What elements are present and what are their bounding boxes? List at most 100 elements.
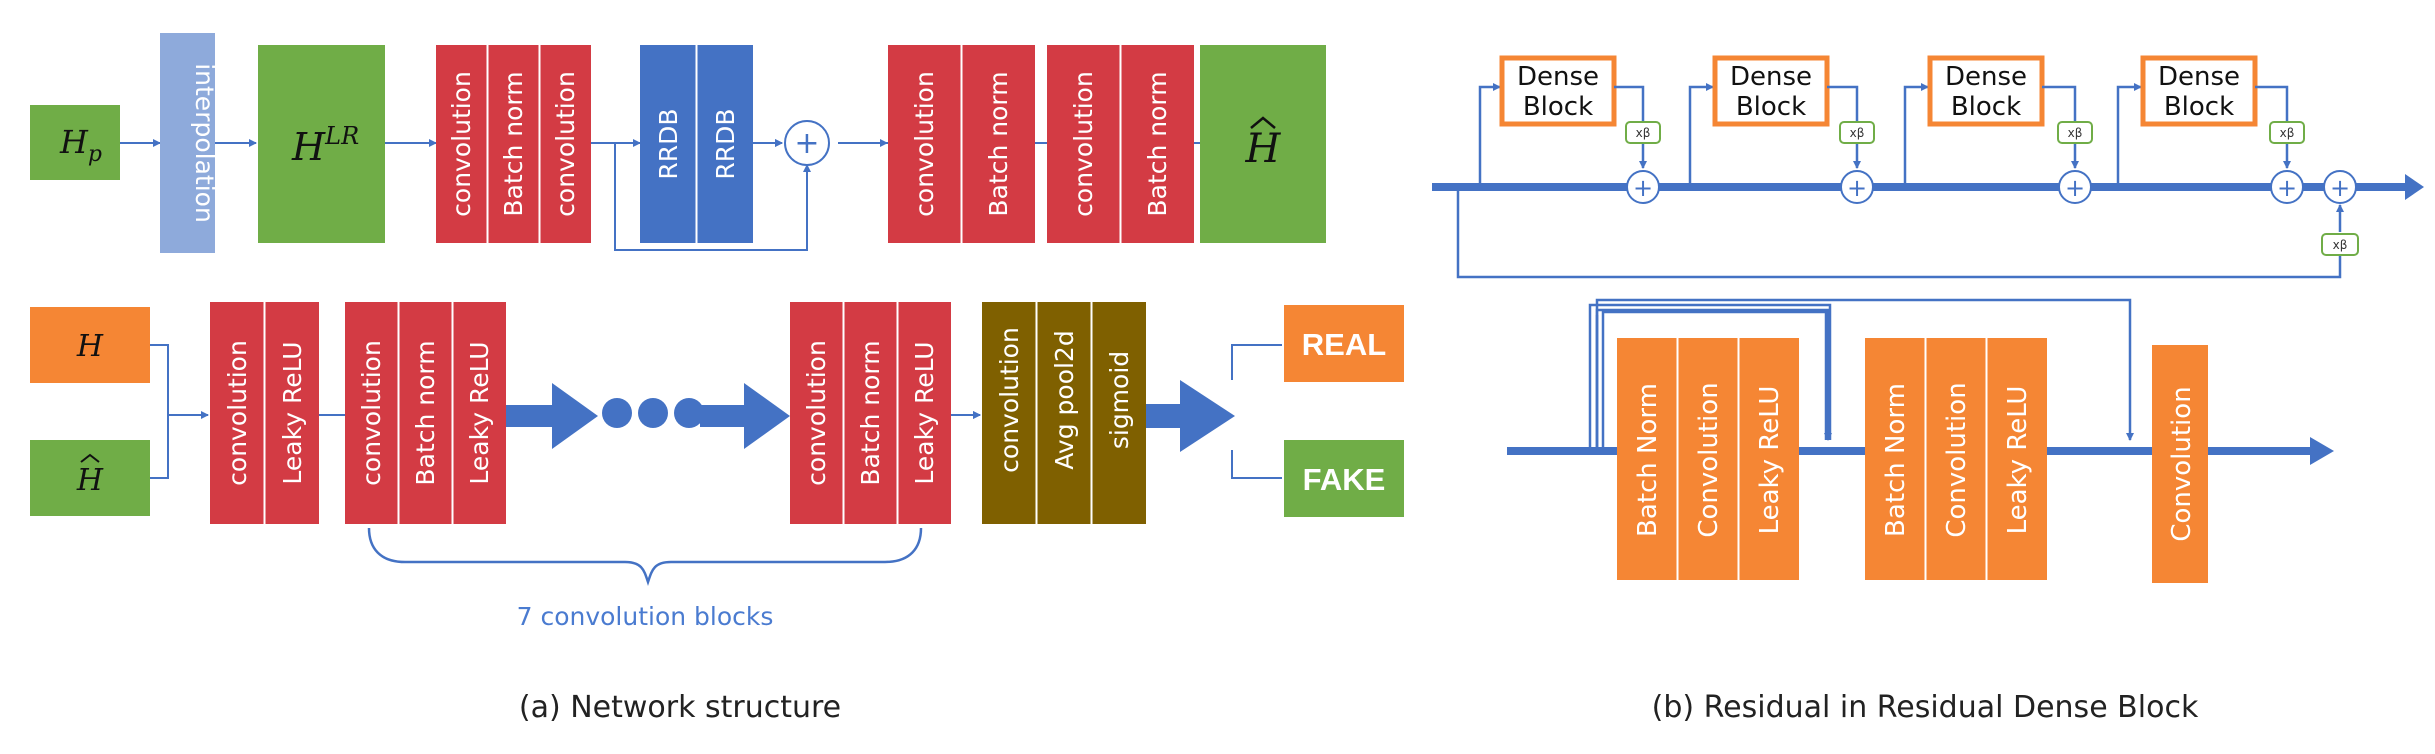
discriminator-connectors [150,344,1282,479]
disc-block1: convolution Leaky ReLU [210,302,319,524]
dense-unit-1: Dense Block xβ + [1478,55,1661,204]
dense-block-c: Convolution [2152,345,2208,583]
rrdb-sum-node [2323,170,2357,204]
disc-block2-label: convolution [357,340,386,486]
dense-block-c-cell [2152,345,2208,583]
disc-block4-label: convolution [995,327,1024,473]
input-hp-label: Hp [59,123,102,167]
rrdb-label: RRDB [654,108,683,179]
dense-block-b-cell [1926,338,1986,580]
disc-input-hhat-label: H [76,463,104,498]
dense-block-b-cell [1987,338,2047,580]
dense-block-a-cell [1739,338,1799,580]
disc-input-h-box [30,307,150,383]
interpolation-label: interpolation [190,63,219,223]
dense-block-b: Batch Norm Convolution Leaky ReLU [1865,338,2047,580]
disc-block2-label: Leaky ReLU [465,341,494,484]
disc-block1-cell [210,302,264,524]
dense-block-b-cell [1865,338,1925,580]
disc-block4: convolution Avg pool2d sigmoid [982,302,1146,524]
scale-badge [2269,121,2305,144]
dense-sum-node [1626,170,1660,204]
scale-badge-label: xβ [2280,126,2295,140]
gen-block1-cell [488,45,539,243]
disc-block2-cell [399,302,452,524]
dense-unit-2: Dense Block xβ + [1688,55,1875,204]
caption-right: (b) Residual in Residual Dense Block [1652,690,2199,725]
gen-block3-label: convolution [1069,71,1098,217]
dense-block-c-label: Convolution [2167,386,2197,541]
gen-sum-plus: + [794,126,819,161]
gen-block2-label: Batch norm [984,71,1013,216]
generator-row: Hp interpolation HLR convolution Batch n… [30,33,1326,253]
scale-badge-label: xβ [2333,238,2348,252]
dense-block-a-label: Batch Norm [1633,383,1663,537]
dense-block-b-label: Batch Norm [1881,383,1911,537]
dense-sum-plus: + [1633,174,1653,202]
dense-block-a-label: Convolution [1694,382,1724,537]
disc-block3: convolution Batch norm Leaky ReLU [790,302,951,524]
dense-block-line2: Block [1951,92,2021,122]
repeat-indicator [506,383,790,449]
rrdb-main-line [1432,183,2410,191]
disc-block2: convolution Batch norm Leaky ReLU [345,302,506,524]
output-hhat-label: H [1245,126,1282,172]
hlr-box [258,45,385,243]
rrdb-label: RRDB [711,108,740,179]
disc-block4-cell [1037,302,1091,524]
disc-block3-cell [898,302,951,524]
gen-block2-cell [962,45,1035,243]
gen-block3-cell [1121,45,1194,243]
disc-block4-cell [1092,302,1146,524]
hat-accent [1250,116,1276,129]
disc-block2-label: Batch norm [411,340,440,485]
gen-block1-label: convolution [551,71,580,217]
disc-block1-label: convolution [223,340,252,486]
gen-block3-label: Batch norm [1143,71,1172,216]
hat-accent [80,453,100,463]
disc-block4-label: sigmoid [1105,351,1134,449]
gen-block2-label: convolution [910,71,939,217]
scale-badge-label: xβ [1636,126,1651,140]
dense-block [1712,55,1830,127]
rrdb-outer-skip [1456,187,2344,279]
scale-badge [2321,233,2359,256]
dense-skip-lines-inner [1588,303,1832,451]
gen-block1-label: Batch norm [499,71,528,216]
dense-block-a: Batch Norm Convolution Leaky ReLU [1617,338,1799,580]
dense-block-line1: Dense [2158,62,2240,92]
gen-block1: convolution Batch norm convolution [436,45,591,243]
dense-block-line1: Dense [1517,62,1599,92]
dense-block-b-label: Convolution [1942,382,1972,537]
dense-sum-node [1840,170,1874,204]
hlr-label: HLR [291,122,359,169]
caption-left: (a) Network structure [519,690,841,725]
dense-block [1499,55,1617,127]
disc-block2-cell [453,302,506,524]
dense-block-line2: Block [1736,92,1806,122]
disc-block4-cell [982,302,1036,524]
rrdb-cell [697,45,753,243]
disc-block3-cell [844,302,897,524]
dense-block-line1: Dense [1945,62,2027,92]
dense-block [1927,55,2045,127]
dense-block-a-cell [1678,338,1738,580]
input-hp-box [30,105,120,180]
disc-block2-cell [345,302,398,524]
output-real-box [1284,305,1404,382]
output-hhat-box [1200,45,1326,243]
dense-block-line1: Dense [1730,62,1812,92]
dense-sum-plus: + [1847,174,1867,202]
dense-block [2140,55,2258,127]
scale-badge-label: xβ [2068,126,2083,140]
output-fake-label: FAKE [1303,462,1386,497]
dense-unit-3: Dense Block xβ + [1903,55,2093,204]
scale-badge [1839,121,1875,144]
interpolation-box [160,33,215,253]
disc-block3-label: Batch norm [856,340,885,485]
gen-block3-cell [1047,45,1120,243]
dense-block-a-label: Leaky ReLU [1755,386,1785,535]
gen-block1-cell [436,45,487,243]
scale-badge-label: xβ [1850,126,1865,140]
